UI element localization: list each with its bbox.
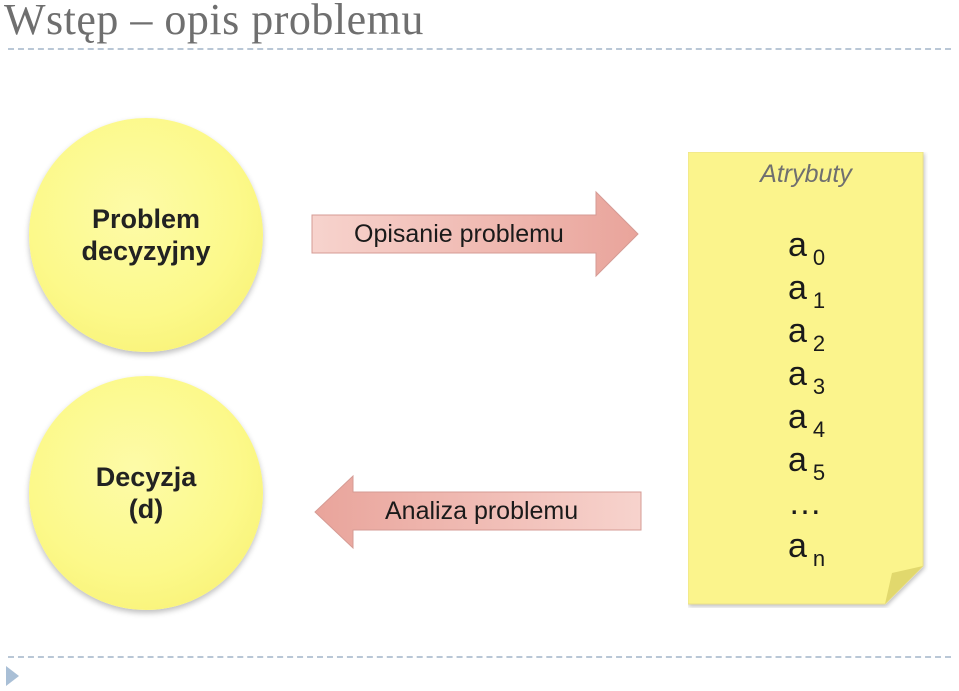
triangle-bullet-icon [6, 666, 19, 686]
attribute-base: a [788, 355, 807, 393]
attribute-item: … [788, 484, 825, 527]
problem-node-line1: Problem [91, 204, 201, 234]
backward-arrow: Analiza problemu [313, 474, 645, 554]
forward-arrow: Opisanie problemu [310, 190, 642, 282]
attribute-index: n [812, 546, 826, 571]
attribute-index: 4 [812, 417, 826, 442]
attribute-index: 5 [812, 460, 826, 485]
slide-title: Wstęp – opis problemu [4, 0, 424, 44]
attribute-index: 2 [812, 331, 826, 356]
bottom-divider [8, 656, 951, 658]
forward-arrow-label: Opisanie problemu [354, 220, 564, 248]
decision-node-line2: (d) [128, 494, 164, 524]
attribute-base: a [788, 312, 807, 350]
attribute-base: a [788, 527, 807, 565]
attribute-base: a [788, 226, 807, 264]
top-divider [8, 48, 951, 50]
attribute-base: a [788, 441, 807, 479]
backward-arrow-label: Analiza problemu [385, 497, 579, 525]
attribute-base: … [788, 484, 822, 522]
attribute-base: a [788, 269, 807, 307]
decision-node-line1: Decyzja [95, 462, 197, 492]
attribute-base: a [788, 398, 807, 436]
attribute-index: 3 [812, 374, 826, 399]
problem-node: Problem decyzyjny [29, 118, 263, 352]
attribute-index: 0 [812, 245, 826, 270]
problem-node-line2: decyzyjny [81, 236, 211, 266]
decision-node: Decyzja (d) [29, 376, 263, 610]
attribute-index: 1 [812, 288, 826, 313]
attributes-title: Atrybuty [760, 160, 852, 188]
